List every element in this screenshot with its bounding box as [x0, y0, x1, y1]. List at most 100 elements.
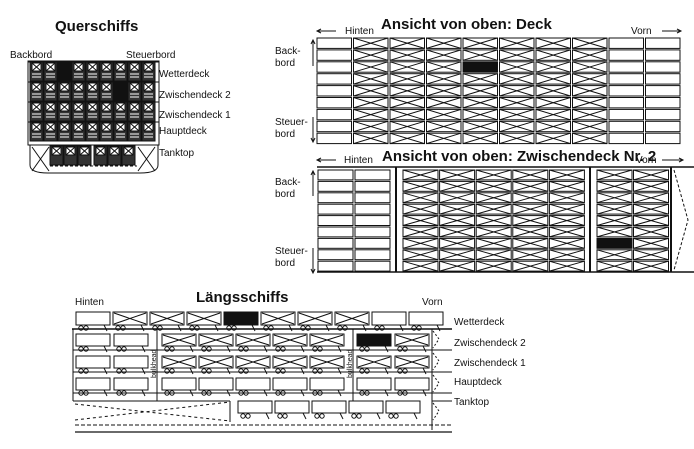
tween-slot-x [476, 215, 512, 226]
tween-slot-x [596, 180, 633, 192]
deck-slot-x [353, 108, 389, 121]
tween-slot-x [549, 192, 585, 204]
trailer [348, 400, 384, 414]
trailer-x [162, 334, 196, 346]
arrow-left-icon [315, 157, 322, 163]
cross-container [113, 81, 128, 102]
wheel-icon [314, 413, 320, 419]
trailer-leg [399, 324, 404, 332]
top-view-tweendeck-port-label-2: bord [275, 189, 295, 200]
trailer [75, 333, 111, 347]
trailer-leg [288, 324, 293, 332]
deck-slot-x [572, 61, 608, 73]
tween-slot-x [633, 169, 669, 181]
long-hull-dashes [74, 401, 231, 422]
long-bow-outline [432, 402, 440, 421]
tween-slot-x [476, 260, 512, 272]
tween-slot-x [476, 226, 512, 238]
wheel-icon [245, 413, 251, 419]
wheel-icon [359, 346, 365, 352]
cross-container-x [87, 102, 98, 112]
deck-slot-x [462, 108, 498, 121]
tween-slot-x [549, 226, 585, 238]
deck-slot [608, 49, 644, 61]
tween-slot-x [439, 226, 475, 238]
cross-tank-x [137, 146, 156, 172]
deck-slot-x [462, 97, 498, 109]
trailer-x [395, 334, 429, 346]
top-view-deck-aft-label: Hinten [345, 26, 374, 37]
tween-slot-x [512, 169, 548, 181]
wheel-icon [243, 368, 249, 374]
deck-slot-x [353, 49, 389, 61]
wheel-icon [356, 413, 362, 419]
deck-slot-x [499, 73, 535, 85]
wheel-icon [78, 346, 84, 352]
trailer-x [357, 356, 391, 368]
deck-slot-x [499, 120, 535, 133]
tween-slot-x [512, 215, 548, 226]
arrow-right-icon [676, 28, 683, 34]
long-deck-label-tween1: Zwischendeck 1 [454, 358, 526, 369]
longitudinal-view [72, 311, 452, 433]
deck-slot-x [572, 37, 608, 49]
deck-slot-x [462, 73, 498, 85]
deck-slot-x [499, 97, 535, 109]
cross-container-x [101, 62, 112, 72]
wheel-icon [351, 413, 357, 419]
trailer [113, 333, 149, 347]
trailer [161, 377, 197, 391]
deck-slot [316, 120, 352, 133]
deck-slot-x [426, 132, 462, 145]
deck-slot [316, 108, 352, 121]
tween-slot-x [549, 260, 585, 272]
deck-slot [608, 73, 644, 85]
trailer-leg [422, 367, 427, 375]
deck-slot [608, 85, 644, 97]
wheel-icon [121, 368, 127, 374]
deck-slot [645, 132, 681, 145]
cross-container-x [59, 122, 70, 132]
top-view-deck-title: Ansicht von oben: Deck [381, 16, 553, 33]
deck-slot-x [535, 73, 571, 85]
deck-slot-x [499, 85, 535, 97]
cross-container-x [65, 146, 76, 156]
cross-deck-label-tween1: Zwischendeck 1 [159, 110, 231, 121]
trailer-leg [384, 367, 389, 375]
trailer [356, 377, 392, 391]
cross-container-x [73, 122, 84, 132]
cross-container-x [129, 62, 140, 72]
cross-container-x [129, 82, 140, 92]
deck-slot [316, 73, 352, 85]
deck-slot-x [535, 61, 571, 73]
deck-slot [462, 61, 498, 73]
deck-slot [608, 37, 644, 49]
tween-slot [354, 180, 391, 192]
top-view-deck-starboard-label-2: bord [275, 129, 295, 140]
trailer [113, 377, 149, 391]
deck-slot-x [426, 108, 462, 121]
trailer-leg [140, 324, 145, 332]
trailer [408, 311, 444, 326]
tween-slot-x [512, 180, 548, 192]
tween-slot-x [402, 180, 439, 192]
trailer-leg [251, 324, 256, 332]
cross-container-x [129, 122, 140, 132]
wheel-icon [121, 346, 127, 352]
trailer-x [199, 334, 233, 346]
wheel-icon [169, 346, 175, 352]
wheel-icon [359, 368, 365, 374]
trailer [75, 311, 111, 326]
cross-container-x [45, 102, 56, 112]
cross-container-x [73, 102, 84, 112]
longitudinal-aft-label: Hinten [75, 297, 104, 308]
deck-slot-x [499, 108, 535, 121]
wheel-icon [243, 346, 249, 352]
deck-slot-x [535, 37, 571, 49]
deck-slot-x [499, 132, 535, 145]
wheel-icon [282, 413, 288, 419]
cross-container-x [115, 102, 126, 112]
cross-container-x [109, 146, 120, 156]
trailer-leg [103, 367, 108, 375]
trailer [113, 355, 149, 369]
